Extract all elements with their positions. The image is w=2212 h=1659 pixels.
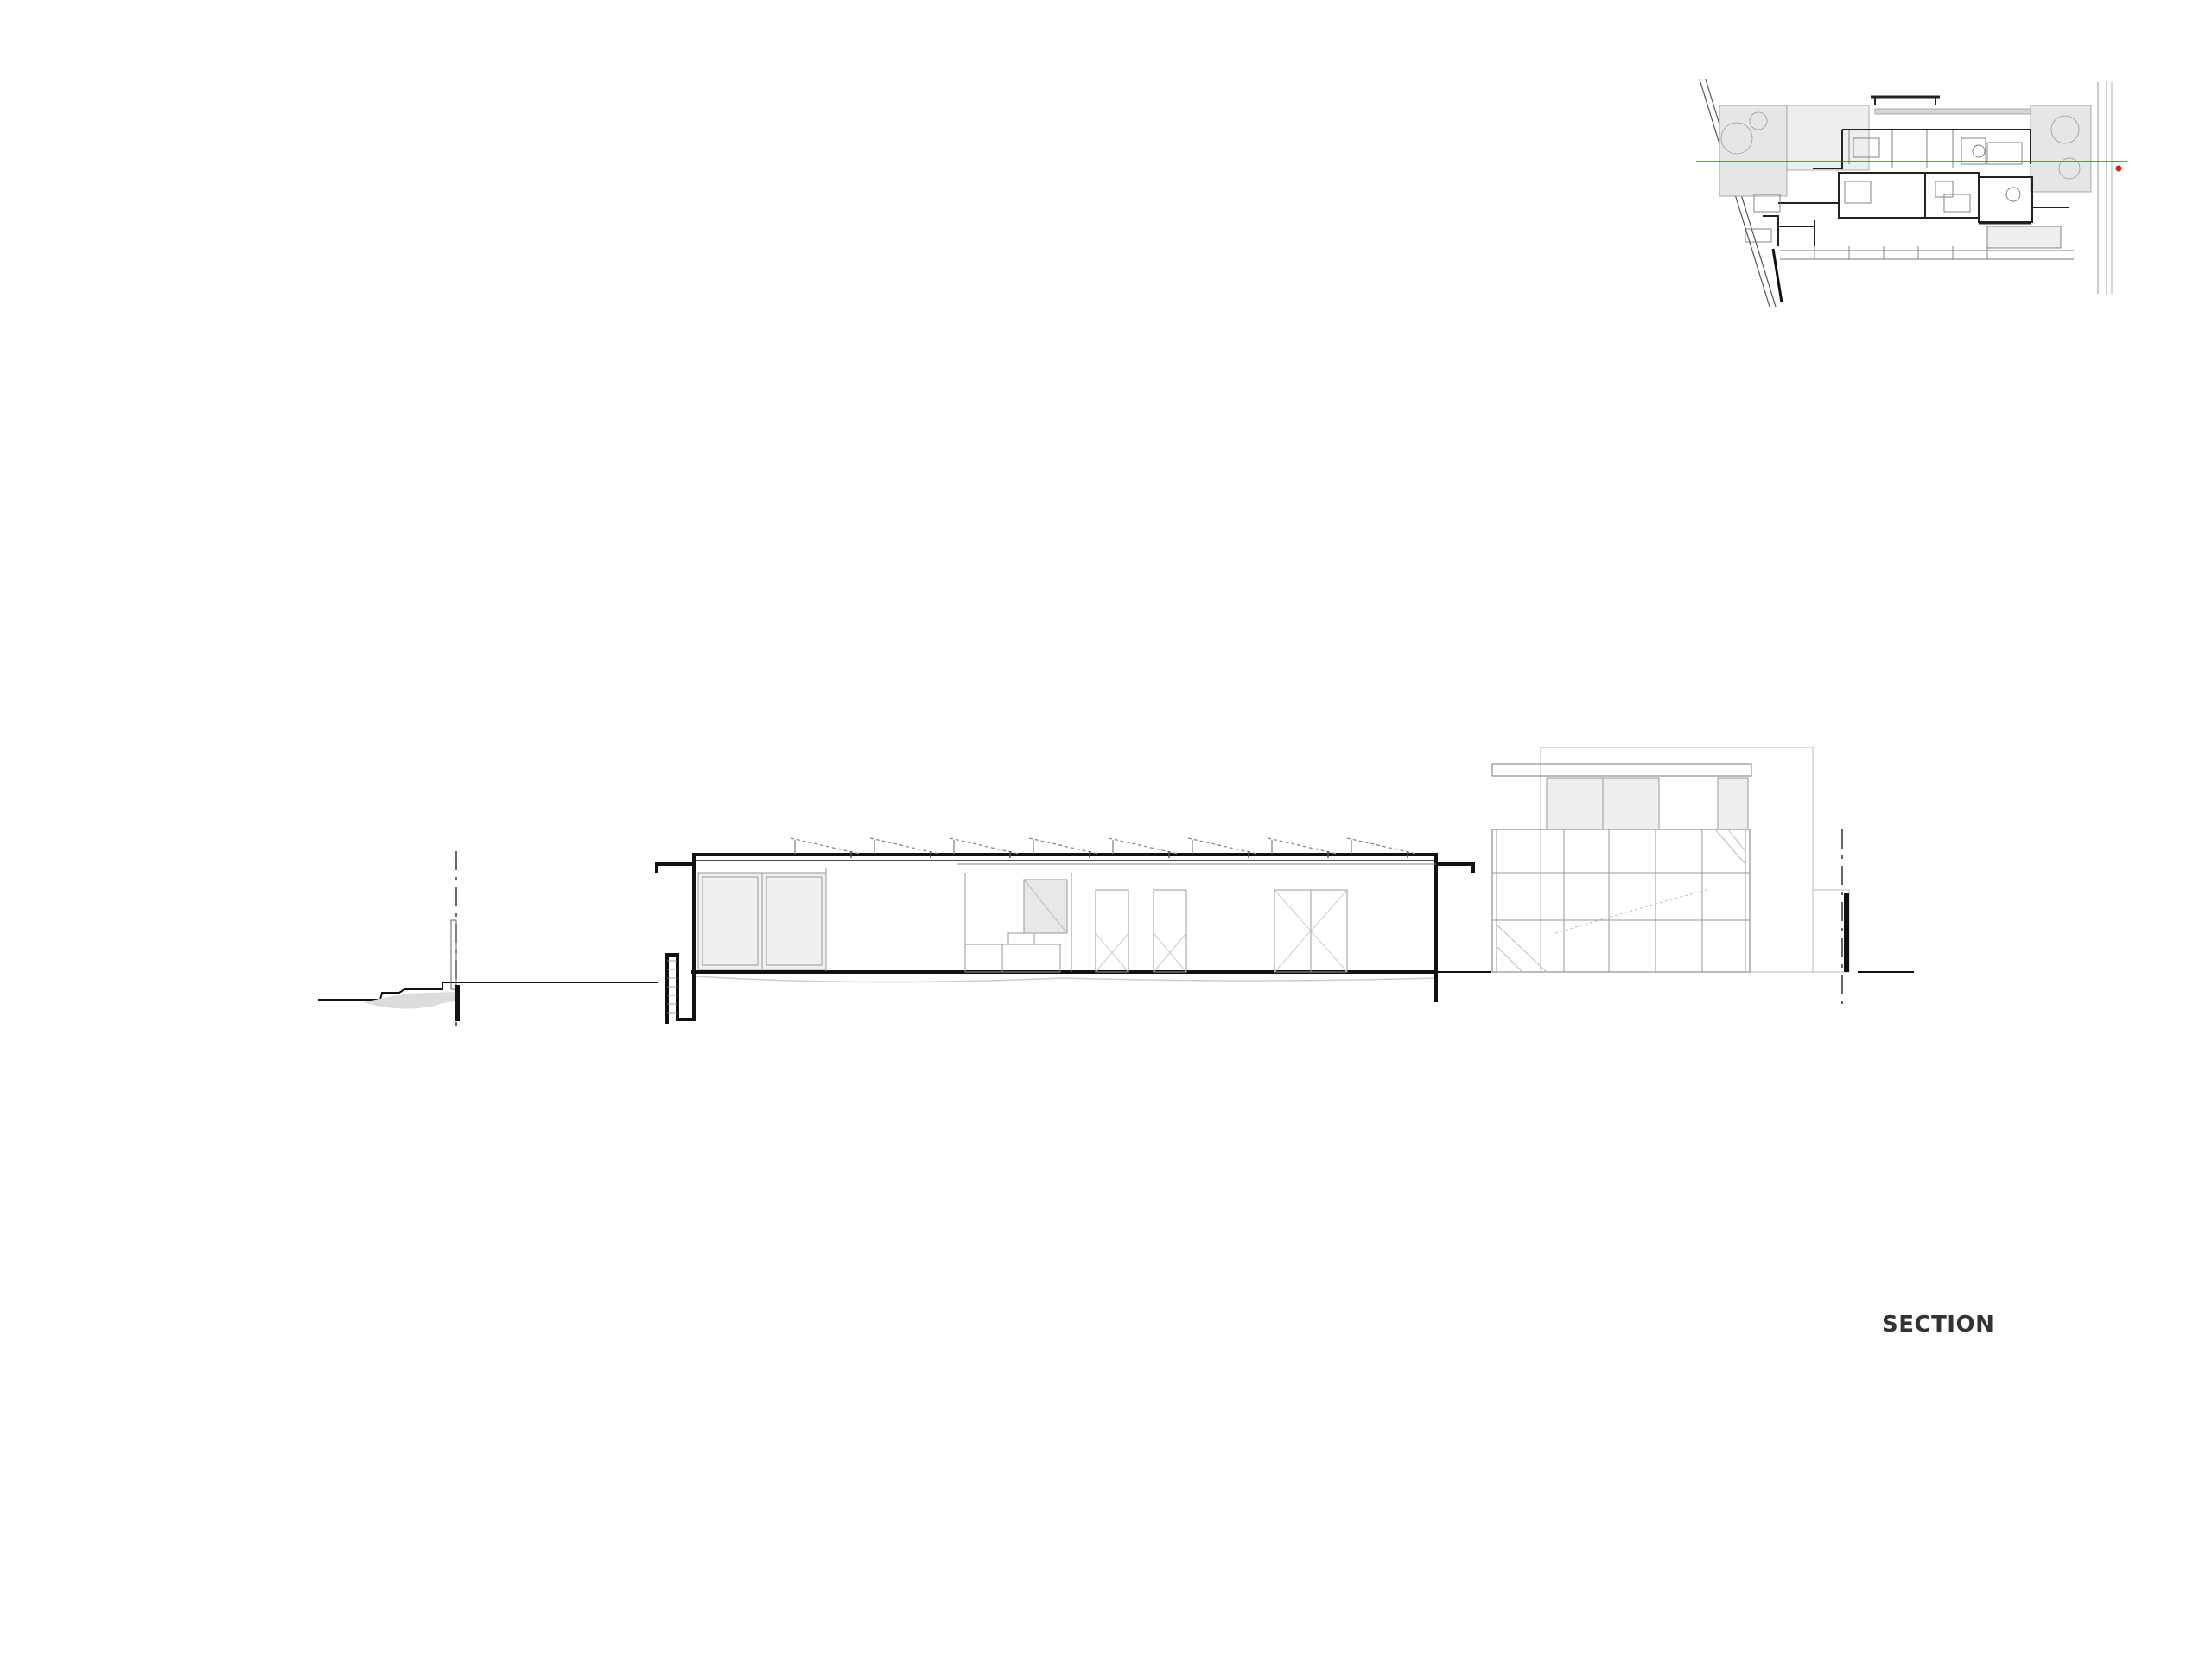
key-plan-section-marker: [2115, 165, 2122, 172]
solar-panel: [869, 837, 940, 855]
solar-panel: [790, 837, 861, 855]
solar-panel: [949, 837, 1020, 855]
adjacent-building-elevation: [1491, 747, 1850, 973]
interior-elevation: [697, 868, 1348, 973]
retaining-wall-texture: [667, 960, 677, 1014]
solar-panels: [790, 837, 1417, 855]
left-boundary-marker: [450, 851, 460, 1033]
solar-panel: [1267, 837, 1338, 855]
kitchen-cabinetry: [964, 944, 1061, 973]
solar-panel: [1187, 837, 1258, 855]
key-plan-garden: [1719, 105, 2092, 197]
roof-ticks: [850, 851, 1408, 858]
key-plan-site-boundary: [1699, 79, 2113, 308]
solar-panel: [1346, 837, 1417, 855]
interior-door: [1153, 889, 1187, 973]
key-plan-building: [1763, 95, 2069, 246]
drawing-title: SECTION: [1882, 1312, 1995, 1338]
solar-panel: [1108, 837, 1179, 855]
ground-under-slab: [695, 976, 1435, 983]
upper-roof-overhang: [1491, 763, 1752, 777]
interior-door: [1095, 889, 1129, 973]
ground-line: [318, 971, 1914, 1009]
solar-panel: [1028, 837, 1099, 855]
screen-facade: [1491, 829, 1751, 973]
key-plan-interior: [1745, 130, 2074, 260]
upper-window: [1717, 777, 1749, 830]
key-plan: [1696, 79, 2127, 308]
section-drawing: [318, 747, 1914, 1033]
boundary-wall: [1812, 889, 1850, 973]
